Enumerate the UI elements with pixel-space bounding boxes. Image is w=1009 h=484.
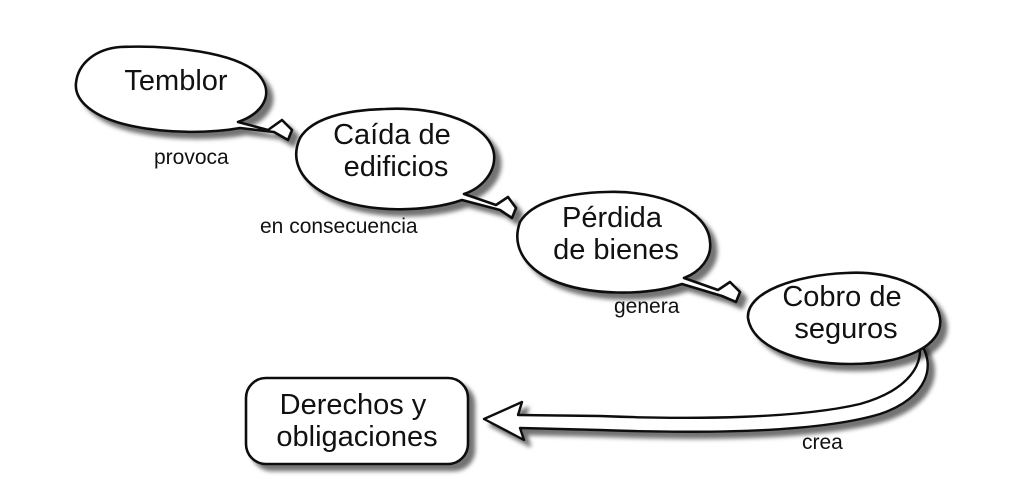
edge-label-consecuencia: en consecuencia [260,215,418,238]
node-derechos-line-2: obligaciones [276,421,437,453]
node-perdida [516,190,742,304]
edge-label-crea: crea [802,431,843,454]
node-derechos-line-1: Derechos y [280,389,427,421]
node-cobro-label: Cobro de seguros [782,281,909,345]
node-caida-label: Caída de edificios [333,119,459,183]
node-derechos [244,376,470,466]
node-caida-line-1: Caída de [333,119,451,151]
node-cobro [746,271,942,366]
node-perdida-line-2: de bienes [553,234,679,266]
edge-label-genera: genera [614,295,680,318]
crea-arrow [482,338,929,442]
node-temblor [74,45,294,142]
node-caida [295,107,518,220]
node-cobro-line-2: seguros [794,313,897,345]
node-temblor-line-1: Temblor [124,65,227,97]
node-caida-line-2: edificios [344,151,449,183]
node-temblor-label: Temblor [124,65,227,97]
edge-label-provoca: provoca [154,146,229,169]
node-perdida-line-1: Pérdida [562,202,663,234]
node-cobro-line-1: Cobro de [782,281,901,313]
node-derechos-label: Derechos y obligaciones [276,389,437,453]
node-perdida-label: Pérdida de bienes [553,202,679,266]
